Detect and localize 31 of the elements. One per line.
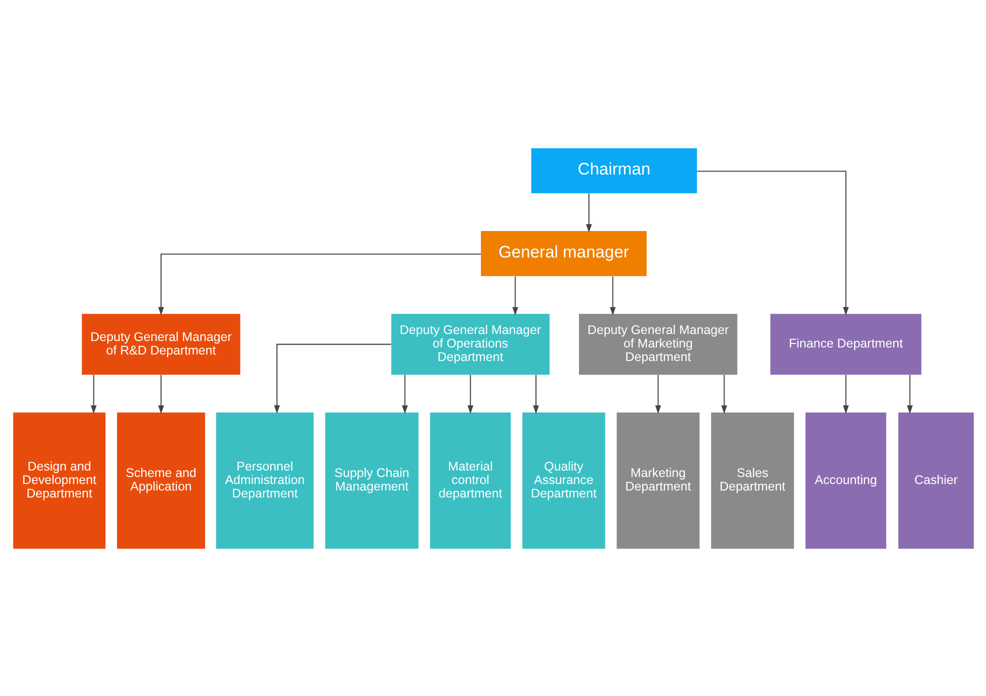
arrow	[532, 374, 538, 414]
arrow	[274, 343, 391, 414]
node-box: Design and Development Department	[12, 412, 105, 548]
node-box: Scheme and Application	[116, 412, 205, 548]
node-box: Deputy General Manager of Operations Department	[390, 313, 550, 374]
arrow	[158, 253, 480, 315]
node-box: Accounting	[805, 412, 886, 548]
node-box: Quality Assurance Department	[522, 412, 605, 548]
arrow	[512, 276, 518, 315]
arrow	[906, 374, 912, 414]
arrow	[842, 374, 848, 414]
arrow	[158, 374, 164, 414]
arrow	[466, 374, 473, 414]
node-box: General manager	[480, 230, 646, 276]
arrow	[401, 374, 408, 414]
node-box: Marketing Department	[616, 412, 700, 548]
node-box: Deputy General Manager of Marketing Department	[578, 313, 737, 374]
arrow	[586, 192, 592, 232]
node-box: Deputy General Manager of R&D Department	[81, 313, 240, 374]
node-box: Cashier	[898, 412, 974, 548]
node-box: Finance Department	[770, 313, 921, 374]
arrow	[609, 276, 616, 315]
node-box: Material control department	[430, 412, 510, 548]
node-box: Sales Department	[710, 412, 794, 548]
arrow	[696, 170, 848, 315]
arrow	[720, 374, 727, 414]
node-box: Supply Chain Management	[324, 412, 418, 548]
node-box: Personnel Administration Department	[216, 412, 314, 548]
arrow	[654, 374, 661, 414]
node-box: Chairman	[530, 148, 696, 193]
arrow	[90, 374, 96, 414]
